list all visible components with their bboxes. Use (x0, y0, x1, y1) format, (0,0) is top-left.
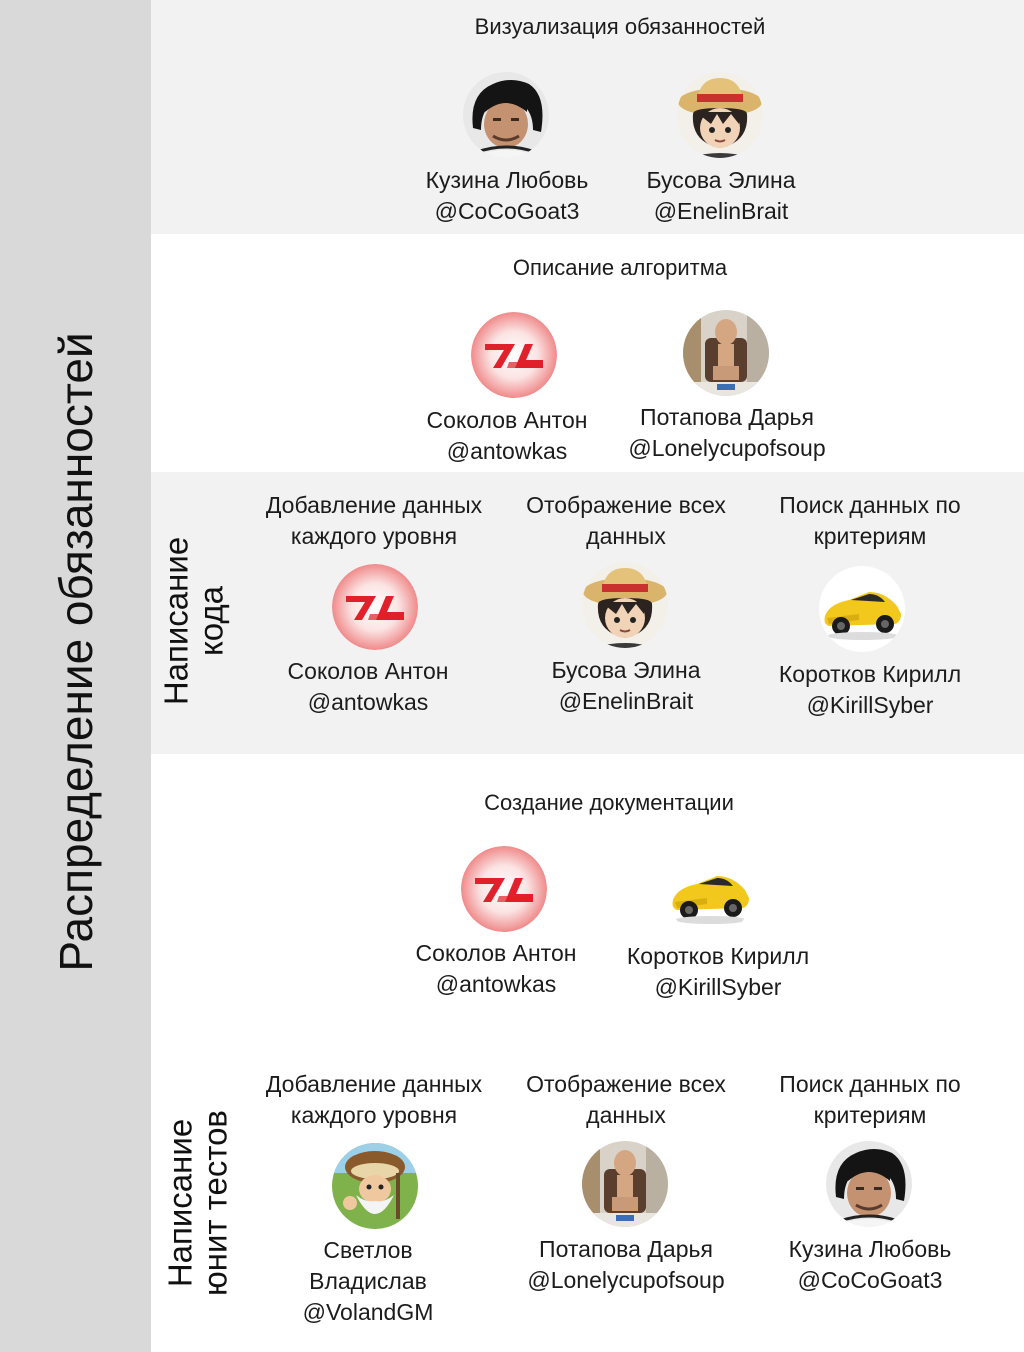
column-title: Добавление данных каждого уровня (265, 492, 483, 549)
figure-in-chair-avatar (582, 1141, 668, 1227)
column-title: Добавление данных каждого уровня (265, 1071, 483, 1128)
red-logo-avatar (461, 846, 547, 932)
member-handle: @EnelinBrait (653, 198, 789, 224)
member-name: Бусова Элина (551, 657, 701, 683)
member-name: Кузина Любовь (788, 1236, 952, 1262)
member-card: Коротков Кирилл @KirillSyber (627, 941, 809, 1003)
mushroom-gnome-avatar (332, 1143, 418, 1229)
section-label-coding: Написание кода (157, 536, 229, 706)
member-handle: @antowkas (307, 689, 429, 715)
main-title: Распределение обязанностей (49, 332, 102, 972)
section-title: Визуализация обязанностей (474, 14, 766, 39)
member-name: Бусова Элина (646, 167, 796, 193)
column-title: Поиск данных по критериям (779, 1071, 961, 1128)
section-label-unit-tests: Написание юнит тестов (161, 1110, 233, 1296)
member-handle: @Lonelycupofsoup (628, 435, 826, 461)
member-name: Потапова Дарья (539, 1236, 713, 1262)
section-title: Создание документации (484, 790, 734, 815)
member-name: Кузина Любовь (425, 167, 589, 193)
member-name: Соколов Антон (426, 407, 588, 433)
member-name: Коротков Кирилл (778, 661, 962, 687)
section-title: Описание алгоритма (512, 255, 728, 280)
member-handle: @CoCoGoat3 (434, 198, 580, 224)
straw-hat-boy-avatar (677, 72, 763, 158)
section-visualization (151, 0, 1024, 234)
member-handle: @VolandGM (302, 1299, 434, 1325)
member-card: Кузина Любовь @CoCoGoat3 (426, 165, 589, 227)
member-handle: @KirillSyber (806, 692, 934, 718)
member-handle: @antowkas (446, 438, 568, 464)
section-algorithm (151, 234, 1024, 472)
member-name: Соколов Антон (415, 940, 577, 966)
member-handle: @CoCoGoat3 (797, 1267, 943, 1293)
column-title: Поиск данных по критериям (779, 492, 961, 549)
member-name: Светлов (323, 1237, 413, 1263)
member-handle: @antowkas (435, 971, 557, 997)
member-name: Потапова Дарья (640, 404, 814, 430)
member-card: Бусова Элина @EnelinBrait (551, 655, 700, 717)
member-card: Коротков Кирилл @KirillSyber (779, 659, 961, 721)
member-card: Кузина Любовь @CoCoGoat3 (789, 1234, 952, 1296)
member-card: Светлов Владислав @VolandGM (303, 1235, 434, 1328)
column-title: Отображение всех данных (526, 492, 726, 549)
yellow-sports-car-avatar (819, 566, 905, 652)
red-logo-avatar (471, 312, 557, 398)
member-handle: @KirillSyber (654, 974, 782, 1000)
yellow-sports-car-avatar (667, 850, 753, 936)
member-card: Потапова Дарья @Lonelycupofsoup (628, 402, 825, 464)
dark-hair-man-avatar (826, 1141, 912, 1227)
member-card: Соколов Антон @antowkas (416, 938, 577, 1000)
member-handle: @EnelinBrait (558, 688, 694, 714)
member-name: Владислав (309, 1268, 427, 1294)
dark-hair-man-avatar (463, 72, 549, 158)
member-handle: @Lonelycupofsoup (527, 1267, 725, 1293)
straw-hat-boy-avatar (582, 562, 668, 648)
red-logo-avatar (332, 564, 418, 650)
section-documentation-and-tests (151, 754, 1024, 1352)
member-card: Бусова Элина @EnelinBrait (646, 165, 795, 227)
member-card: Соколов Антон @antowkas (288, 656, 449, 718)
column-title: Отображение всех данных (526, 1071, 726, 1128)
member-card: Потапова Дарья @Lonelycupofsoup (527, 1234, 724, 1296)
member-name: Коротков Кирилл (626, 943, 810, 969)
left-label-bar (0, 0, 151, 1352)
figure-in-chair-avatar (683, 310, 769, 396)
member-name: Соколов Антон (287, 658, 449, 684)
member-card: Соколов Антон @antowkas (427, 405, 588, 467)
